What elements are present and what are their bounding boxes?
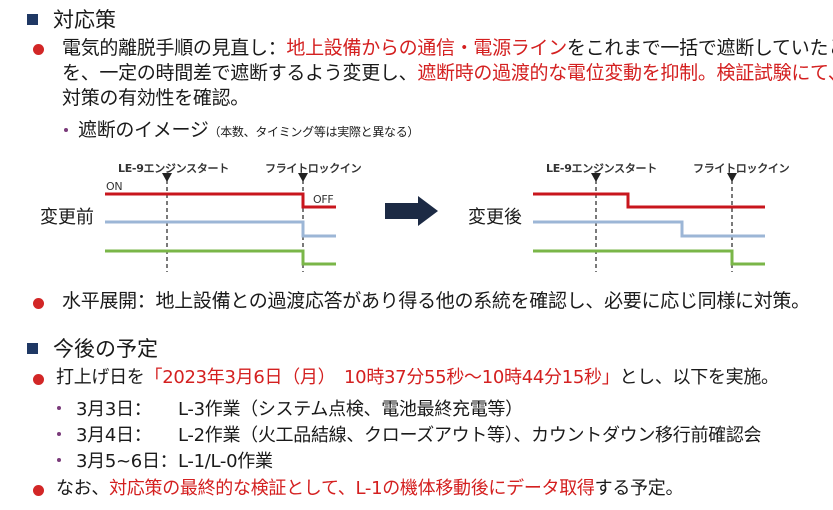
bullet-dot-icon [33, 485, 44, 496]
schedule-task: L-3作業（システム点検、電池最終充電等） [178, 399, 523, 420]
sub-bullet-main: 遮断のイメージ [78, 119, 209, 141]
body-text: とし、以下を実施。 [619, 367, 779, 388]
bullet-dot-icon [33, 374, 44, 385]
sub-bullet-dot-icon [57, 432, 61, 436]
body-text: をこれまで一括で遮断していたところ [566, 37, 833, 59]
sub-bullet-dot-icon [57, 406, 61, 410]
marker-flight-lockin-after: フライトロックイン [693, 162, 790, 175]
sub-bullet-note: （本数、タイミング等は実際と異なる） [208, 125, 420, 139]
body-text: を、一定の時間差で遮断するよう変更し、 [62, 62, 418, 84]
before-label: 変更前 [40, 207, 94, 228]
bullet-text-line1: 電気的離脱手順の見直し：地上設備からの通信・電源ラインをこれまで一括で遮断してい… [62, 36, 833, 61]
section-heading-countermeasures: 対応策 [53, 8, 116, 32]
final-verification-text: なお、対応策の最終的な検証として、L-1の機体移動後にデータ取得する予定。 [56, 476, 683, 501]
schedule-task: L-2作業（火工品結線、クローズアウト等）、カウントダウン移行前確認会 [178, 425, 762, 446]
launch-date-text: 打上げ日を「2023年3月6日（月） 10時37分55秒～10時44分15秒」と… [56, 365, 779, 390]
heading-square-icon [27, 14, 38, 25]
body-text: 打上げ日を [56, 367, 145, 388]
sub-bullet-dot-icon [64, 128, 68, 132]
sub-bullet-dot-icon [57, 458, 61, 462]
bullet-dot-icon [33, 44, 44, 55]
schedule-task: L-1/L-0作業 [178, 451, 273, 472]
bullet-dot-icon [33, 298, 44, 309]
bullet-text-line3: 対策の有効性を確認。 [62, 87, 250, 109]
body-text: する予定。 [594, 478, 684, 499]
section-heading-schedule: 今後の予定 [53, 337, 158, 361]
bullet-text-line2: を、一定の時間差で遮断するよう変更し、遮断時の過渡的な電位変動を抑制。検証試験に… [62, 61, 833, 86]
marker-engine-start-before: LE-9エンジンスタート [118, 162, 229, 175]
schedule-date: 3月5~6日： [76, 451, 178, 472]
off-label: OFF [313, 193, 334, 206]
on-label: ON [106, 180, 123, 193]
bullet-label: 電気的離脱手順の見直し： [62, 37, 287, 59]
highlight-text: 地上設備からの通信・電源ライン [286, 37, 567, 59]
after-label: 変更後 [468, 207, 522, 228]
marker-flight-lockin-before: フライトロックイン [265, 162, 362, 175]
highlight-text: 対応策の最終的な検証として、L-1の機体移動後にデータ取得 [109, 478, 595, 499]
highlight-text: 遮断時の過渡的な電位変動を抑制。検証試験にて、 [417, 62, 833, 84]
schedule-date: 3月4日： [76, 425, 152, 446]
launch-window: 「2023年3月6日（月） 10時37分55秒～10時44分15秒」 [144, 367, 620, 388]
horizontal-deployment-text: 水平展開：地上設備との過渡応答があり得る他の系統を確認し、必要に応じ同様に対策。 [62, 290, 810, 312]
heading-square-icon [27, 343, 38, 354]
body-text: なお、 [56, 478, 110, 499]
marker-engine-start-after: LE-9エンジンスタート [546, 162, 657, 175]
schedule-date: 3月3日： [76, 399, 152, 420]
sub-bullet-text: 遮断のイメージ（本数、タイミング等は実際と異なる） [78, 118, 419, 145]
